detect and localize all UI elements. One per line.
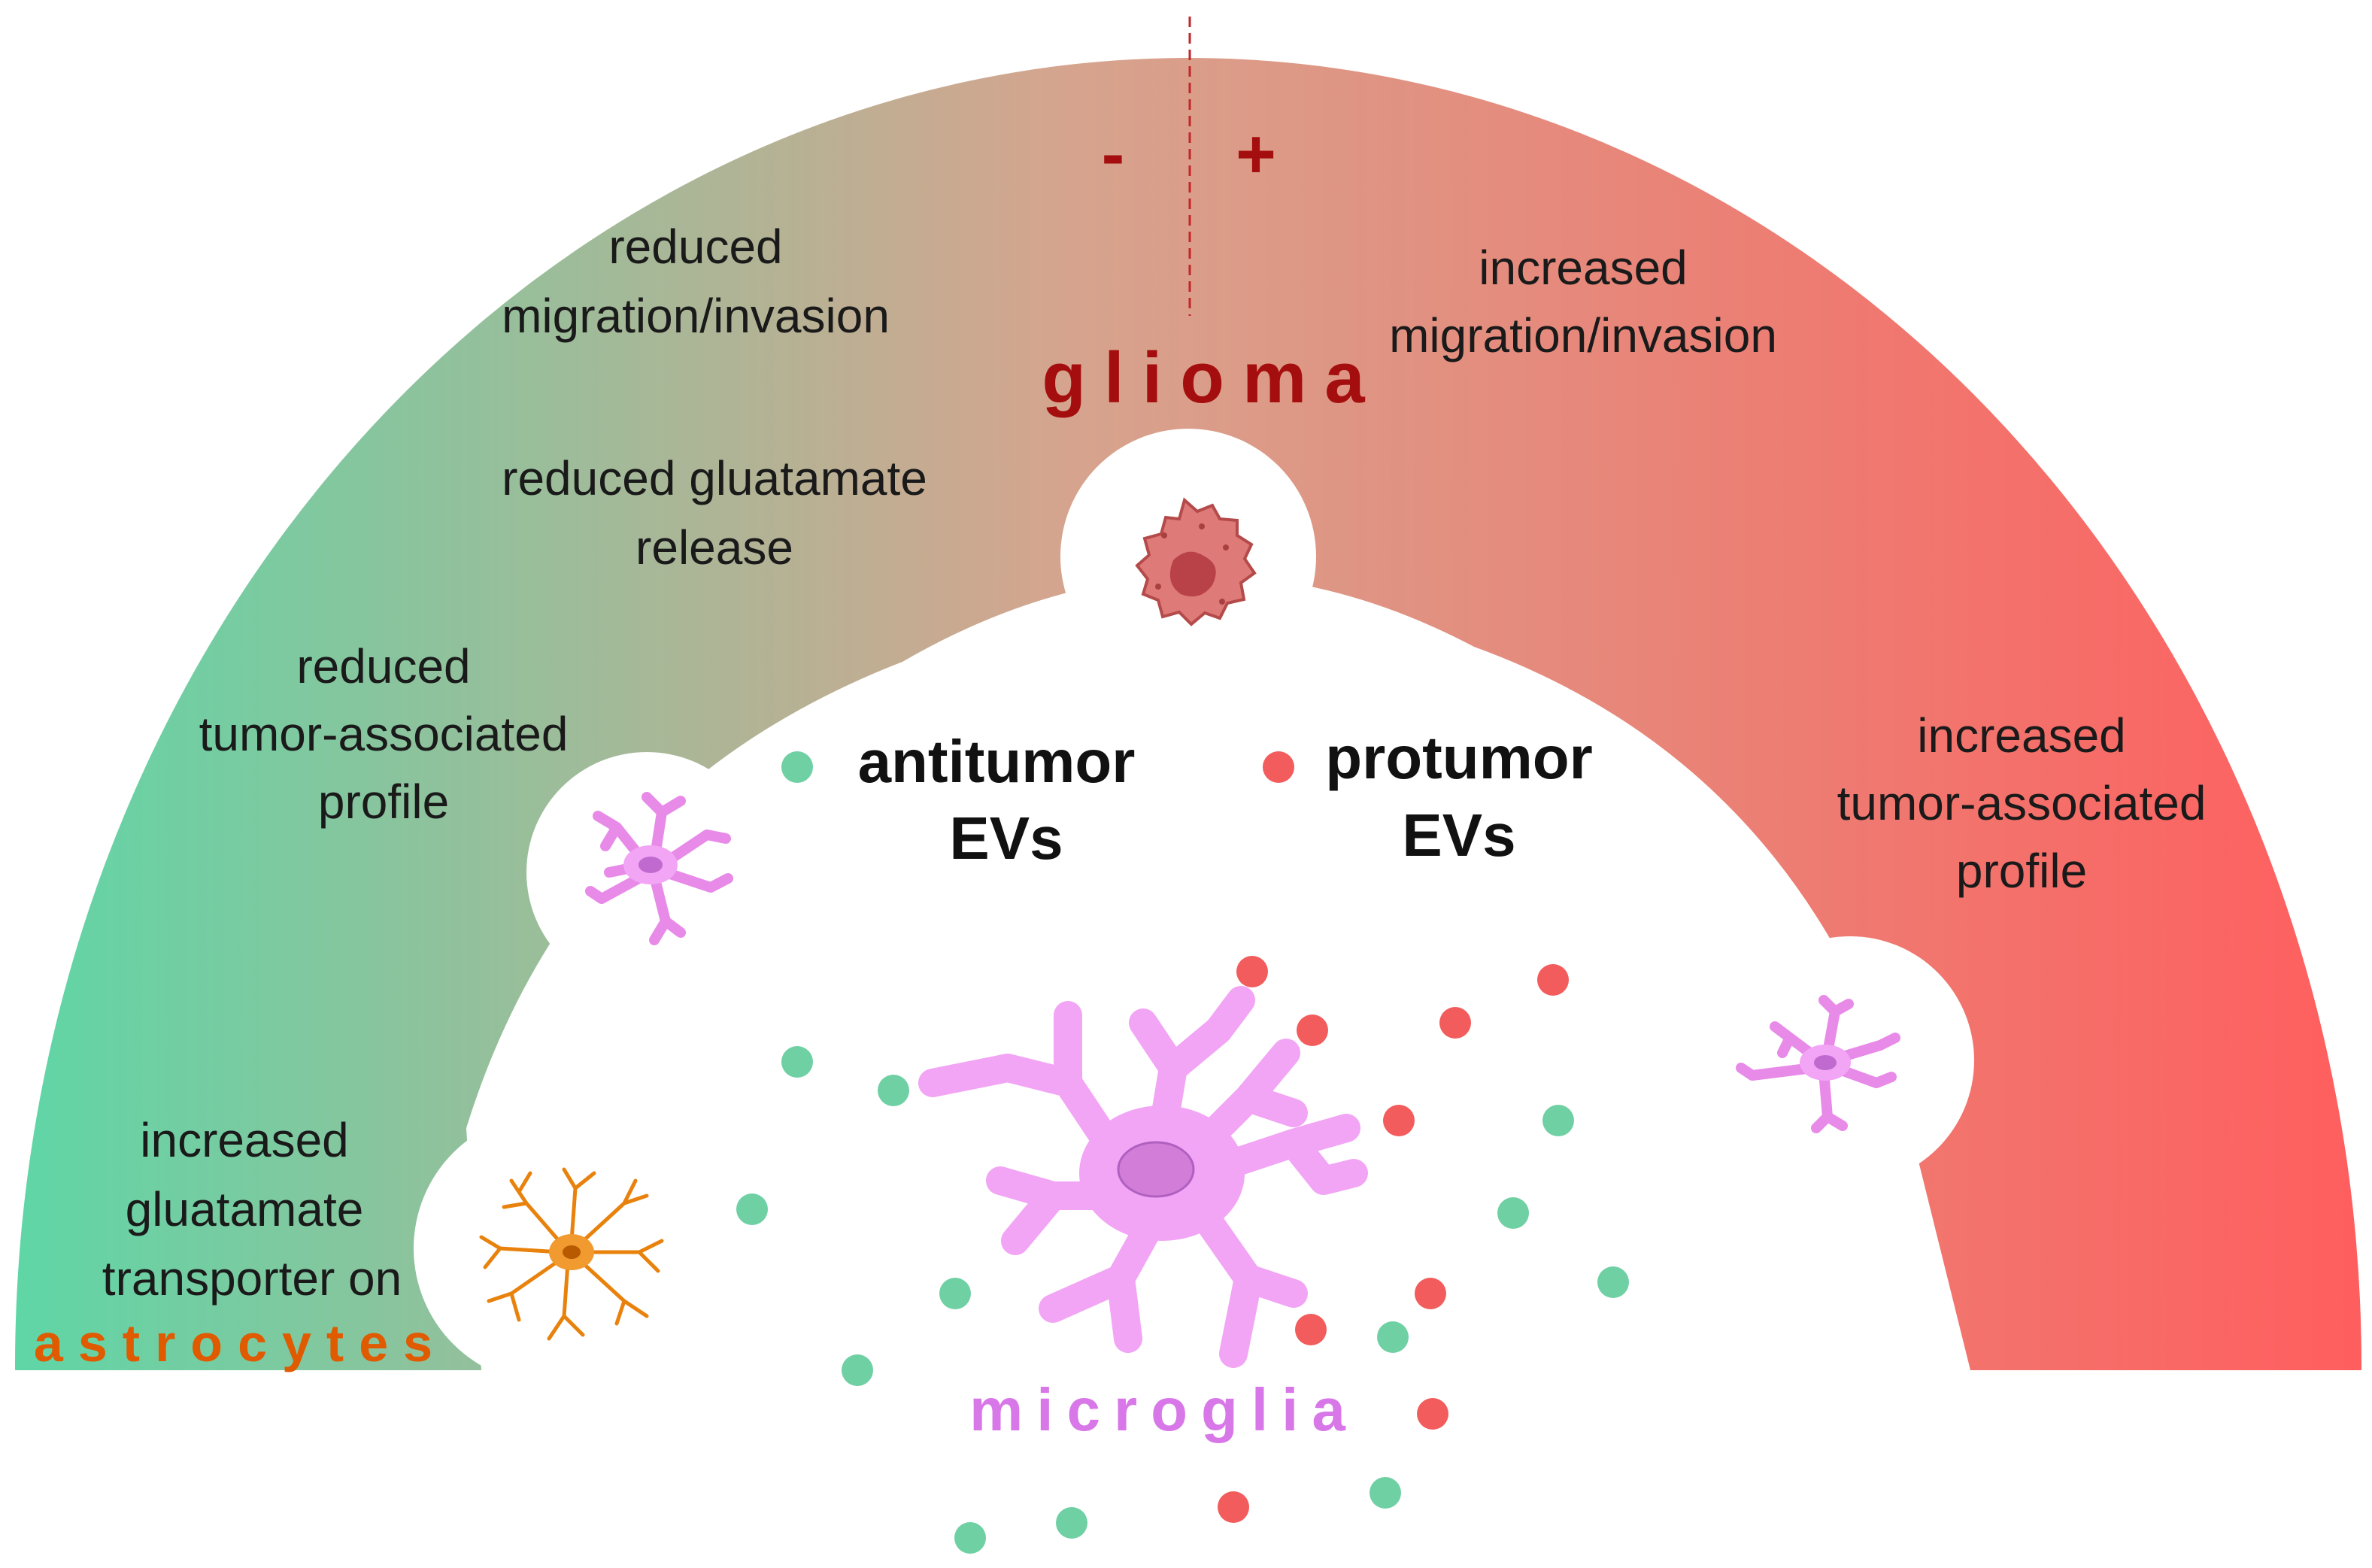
- antitumor-ev-dot: [736, 1193, 768, 1225]
- left-migration-line2: migration/invasion: [502, 289, 890, 343]
- right-profile-line2: tumor-associated: [1837, 776, 2207, 830]
- antitumor-ev-dot: [1542, 1105, 1574, 1136]
- left-transporter-line3: transporter on: [102, 1251, 402, 1306]
- left-transporter-line1: increased: [140, 1113, 349, 1167]
- left-transporter-line2: gluatamate: [126, 1182, 364, 1236]
- plus-sign: +: [1236, 116, 1276, 193]
- protumor-ev-dot: [1236, 956, 1268, 987]
- right-profile-line3: profile: [1956, 844, 2087, 898]
- antitumor-ev-dot: [878, 1075, 909, 1106]
- protumor-ev-dot: [1383, 1105, 1415, 1136]
- left-glutamate-line2: release: [635, 520, 793, 575]
- antitumor-ev-dot: [1056, 1507, 1087, 1539]
- protumor-ev-dot: [1218, 1491, 1249, 1523]
- antitumor-ev-dot: [954, 1522, 986, 1554]
- protumor-ev-dot: [1439, 1007, 1471, 1039]
- antitumor-ev-dot: [1370, 1477, 1401, 1509]
- antitumor-ev-dot: [1497, 1197, 1529, 1229]
- microglia-cell-icon: [1736, 995, 1900, 1133]
- microglia-title: microglia: [969, 1376, 1359, 1443]
- antitumor-evs-label: EVs: [949, 805, 1063, 872]
- left-glutamate-line1: reduced gluatamate: [502, 451, 927, 505]
- astrocyte-cell-icon: [479, 1167, 664, 1341]
- protumor-ev-legend-dot: [1263, 751, 1294, 783]
- protumor-ev-dot: [1417, 1398, 1448, 1430]
- protumor-ev-dot: [1295, 1314, 1327, 1345]
- left-profile-line1: reduced: [296, 639, 470, 693]
- glioma-tumor-cell-icon: [1135, 497, 1257, 626]
- microglia-cell-icon: [585, 792, 733, 945]
- ev-dots: [736, 956, 1629, 1554]
- antitumor-label: antitumor: [858, 728, 1136, 795]
- left-profile-line3: profile: [318, 775, 449, 829]
- antitumor-ev-dot: [1597, 1266, 1629, 1298]
- astrocytes-title: astrocytes: [34, 1314, 447, 1372]
- minus-sign: -: [1102, 116, 1125, 193]
- antitumor-ev-legend-dot: [781, 751, 813, 783]
- protumor-evs-label: EVs: [1402, 802, 1515, 869]
- right-profile-line1: increased: [1917, 708, 2126, 763]
- right-effects: increased migration/invasion increased t…: [1389, 241, 2206, 898]
- left-profile-line2: tumor-associated: [199, 707, 569, 761]
- ev-legend: antitumor EVs protumor EVs: [781, 724, 1593, 872]
- right-migration-line1: increased: [1479, 241, 1688, 295]
- right-migration-line2: migration/invasion: [1389, 308, 1777, 362]
- glioma-title: glioma: [1042, 338, 1382, 418]
- antitumor-ev-dot: [842, 1354, 873, 1386]
- protumor-ev-dot: [1537, 964, 1569, 996]
- protumor-label: protumor: [1325, 724, 1593, 791]
- left-effects: reduced migration/invasion reduced gluat…: [102, 220, 927, 1306]
- protumor-ev-dot: [1415, 1278, 1446, 1309]
- protumor-ev-dot: [1297, 1014, 1328, 1046]
- antitumor-ev-dot: [1377, 1321, 1409, 1353]
- antitumor-ev-dot: [939, 1278, 971, 1309]
- antitumor-ev-dot: [781, 1046, 813, 1078]
- left-migration-line1: reduced: [608, 220, 782, 274]
- microglia-cell-icon: [918, 986, 1368, 1368]
